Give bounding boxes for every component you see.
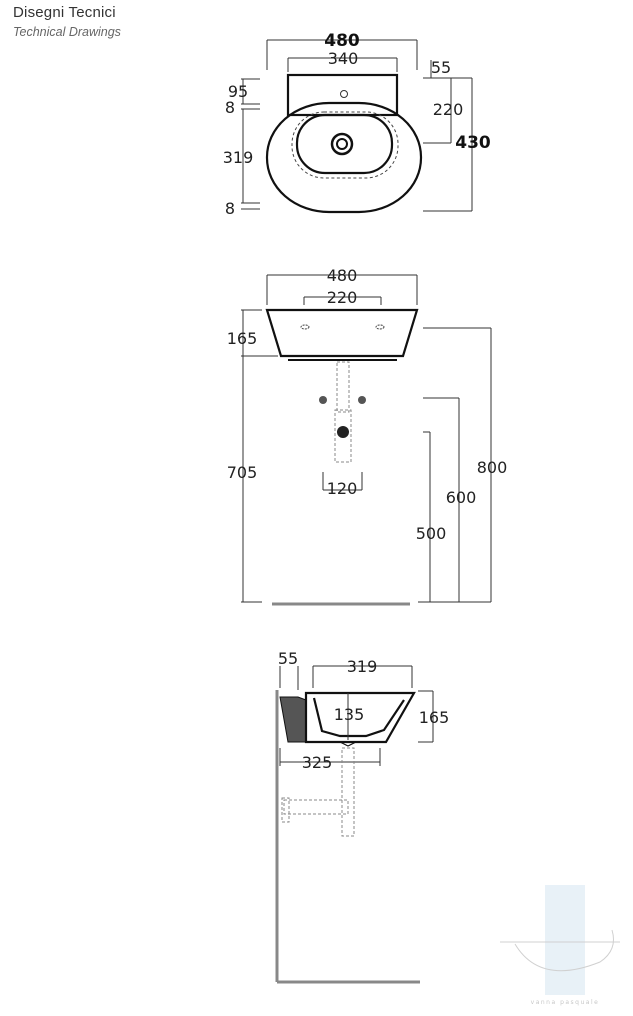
side-dim-325: 325 bbox=[302, 753, 333, 772]
side-dim-135: 135 bbox=[334, 705, 365, 724]
front-dim-800: 800 bbox=[477, 458, 508, 477]
top-dim-220: 220 bbox=[433, 100, 464, 119]
page-subtitle: Technical Drawings bbox=[13, 25, 121, 39]
front-width-480: 480 bbox=[327, 266, 358, 285]
front-width-220: 220 bbox=[327, 288, 358, 307]
front-dim-500: 500 bbox=[416, 524, 447, 543]
brand-watermark: vanna pasquale bbox=[500, 885, 620, 1006]
front-dim-120: 120 bbox=[327, 479, 358, 498]
page-title: Disegni Tecnici bbox=[13, 4, 116, 21]
top-dim-430: 430 bbox=[455, 133, 491, 153]
side-dim-55: 55 bbox=[278, 649, 298, 668]
watermark-text: vanna pasquale bbox=[531, 999, 600, 1006]
side-dim-319: 319 bbox=[347, 657, 378, 676]
top-dim-95: 95 bbox=[228, 82, 248, 101]
front-dim-705: 705 bbox=[227, 463, 258, 482]
front-dim-600: 600 bbox=[446, 488, 477, 507]
side-view: 55 319 135 165 325 bbox=[275, 649, 450, 984]
top-view: 480 340 55 220 430 bbox=[223, 31, 491, 218]
front-view: 480 220 120 165 705 bbox=[227, 266, 508, 606]
side-dim-165: 165 bbox=[419, 708, 450, 727]
top-width-480: 480 bbox=[324, 31, 360, 51]
top-width-340: 340 bbox=[328, 49, 359, 68]
top-dim-319: 319 bbox=[223, 148, 254, 167]
top-dim-8-upper: 8 bbox=[225, 98, 235, 117]
front-dim-165: 165 bbox=[227, 329, 258, 348]
top-dim-55: 55 bbox=[431, 58, 451, 77]
top-dim-8-lower: 8 bbox=[225, 199, 235, 218]
